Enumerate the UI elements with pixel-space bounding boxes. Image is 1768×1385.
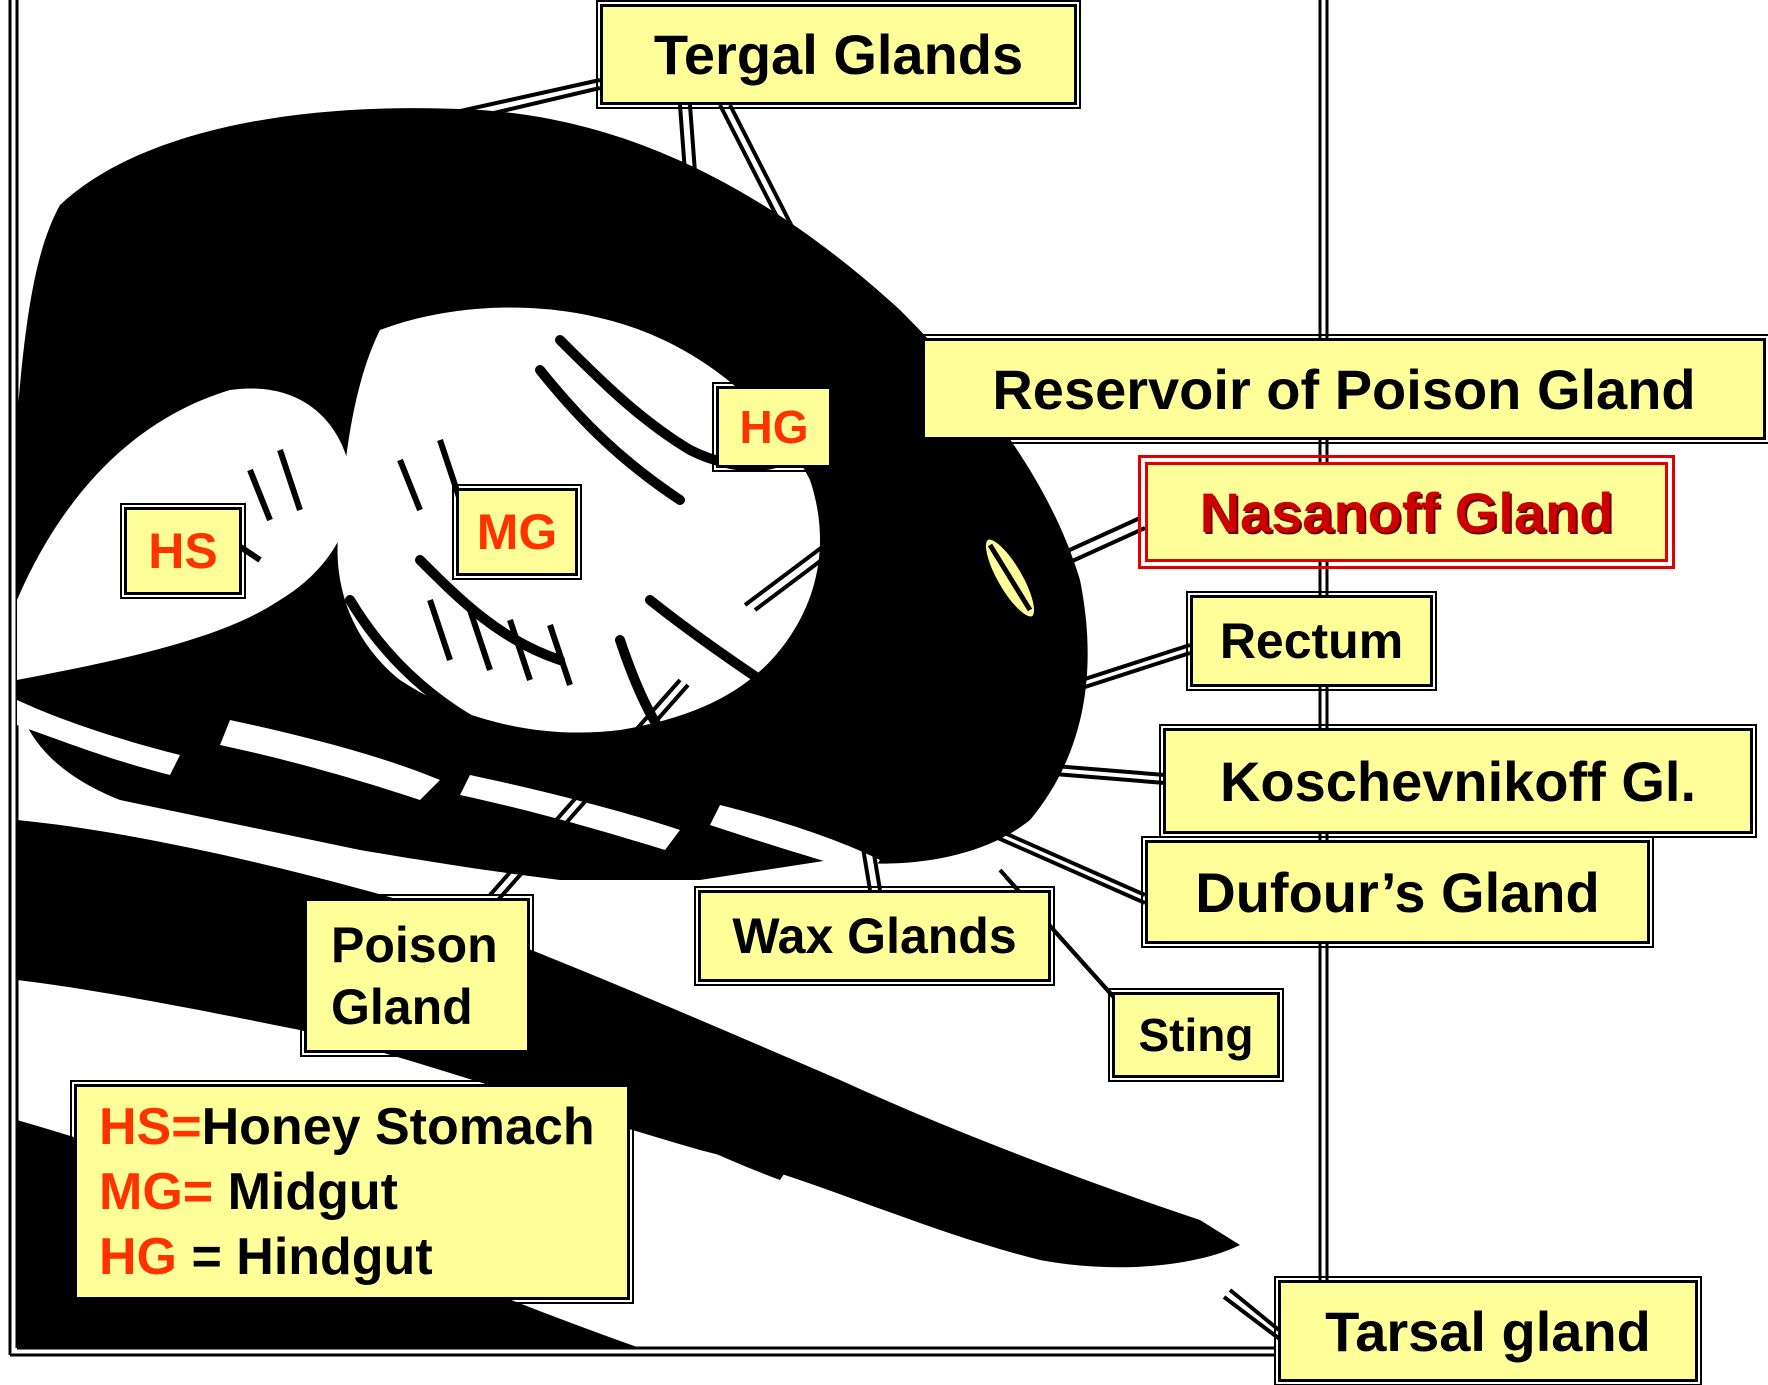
label-nasanoff-text: Nasanoff Gland [1200,480,1614,545]
key-abbr-hg: HG [99,1228,177,1286]
label-mg: MG [456,488,578,576]
label-poison-line2: Gland [331,976,473,1038]
label-sting-text: Sting [1139,1008,1254,1062]
label-hs: HS [124,507,242,595]
label-tergal-glands-text: Tergal Glands [654,22,1023,87]
key-row-hs: HS=Honey Stomach [99,1095,595,1160]
label-hg: HG [716,386,832,468]
label-koschevnikoff-gland: Koschevnikoff Gl. [1163,728,1753,834]
label-poison-gland: Poison Gland [304,898,530,1053]
label-reservoir-poison-gland: Reservoir of Poison Gland [922,338,1766,440]
label-nasanoff-gland: Nasanoff Gland [1145,462,1668,562]
label-dufours-gland: Dufour’s Gland [1145,840,1650,944]
key-text-hs: Honey Stomach [202,1098,595,1156]
key-text-hg: = Hindgut [177,1228,433,1286]
label-sting: Sting [1112,992,1280,1078]
key-row-mg: MG= Midgut [99,1160,398,1225]
label-tarsal-text: Tarsal gland [1325,1299,1651,1364]
label-poison-line1: Poison [331,914,498,976]
label-mg-text: MG [477,503,558,561]
label-reservoir-text: Reservoir of Poison Gland [992,357,1695,422]
label-rectum-text: Rectum [1220,612,1403,670]
key-abbr-hs: HS= [99,1098,202,1156]
abbreviation-key: HS=Honey Stomach MG= Midgut HG = Hindgut [74,1084,630,1300]
label-dufour-text: Dufour’s Gland [1195,860,1599,925]
label-tergal-glands: Tergal Glands [600,4,1077,105]
label-hs-text: HS [148,522,217,580]
label-rectum: Rectum [1190,595,1433,687]
label-tarsal-gland: Tarsal gland [1278,1280,1698,1382]
key-text-mg: Midgut [213,1163,398,1221]
label-koschevnikoff-text: Koschevnikoff Gl. [1220,749,1696,814]
key-abbr-mg: MG= [99,1163,213,1221]
label-wax-glands: Wax Glands [698,890,1051,982]
label-hg-text: HG [740,400,809,454]
key-row-hg: HG = Hindgut [99,1225,433,1290]
label-wax-text: Wax Glands [732,907,1016,965]
